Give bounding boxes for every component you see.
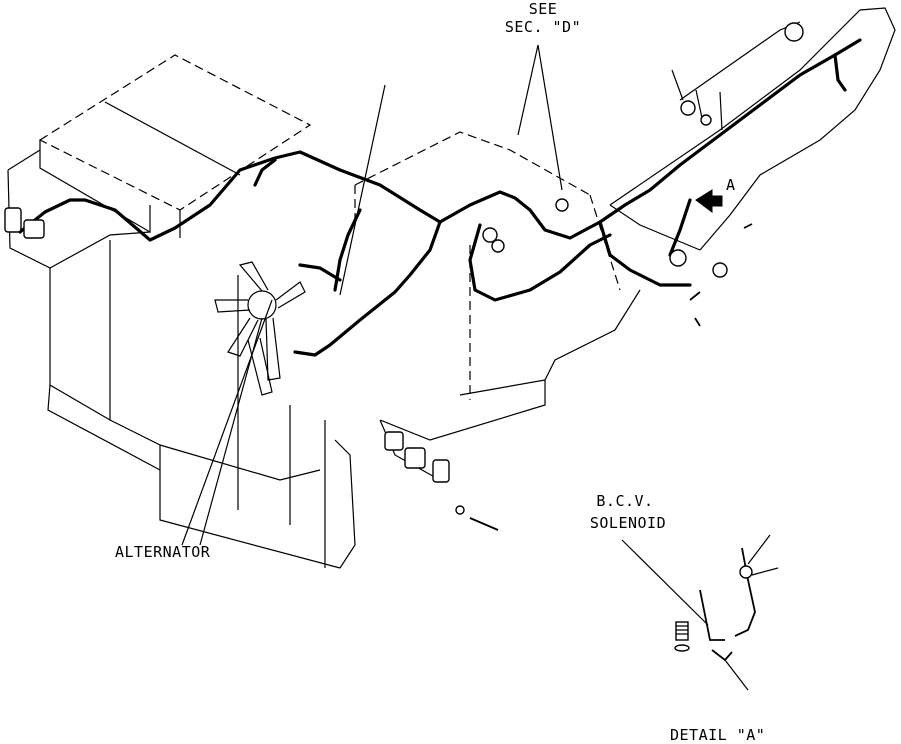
chassis-frame-outline [354, 7, 896, 481]
view-arrow-a [695, 189, 723, 213]
bcv-label: B.C.V. [596, 492, 654, 510]
see-label: SEE [528, 0, 558, 18]
cooling-fan [214, 261, 306, 396]
engine-block-outline [7, 54, 356, 569]
wiring-harness [18, 38, 862, 357]
connectors [4, 22, 804, 531]
detail-a-label: DETAIL "A" [670, 726, 766, 744]
alternator-label: ALTERNATOR [115, 543, 211, 561]
detail-a-view [621, 534, 779, 691]
view-a-label: A [726, 176, 736, 194]
leader-lines [181, 44, 723, 546]
solenoid-label: SOLENOID [589, 514, 667, 532]
section-d-label: SEC. "D" [504, 18, 582, 36]
